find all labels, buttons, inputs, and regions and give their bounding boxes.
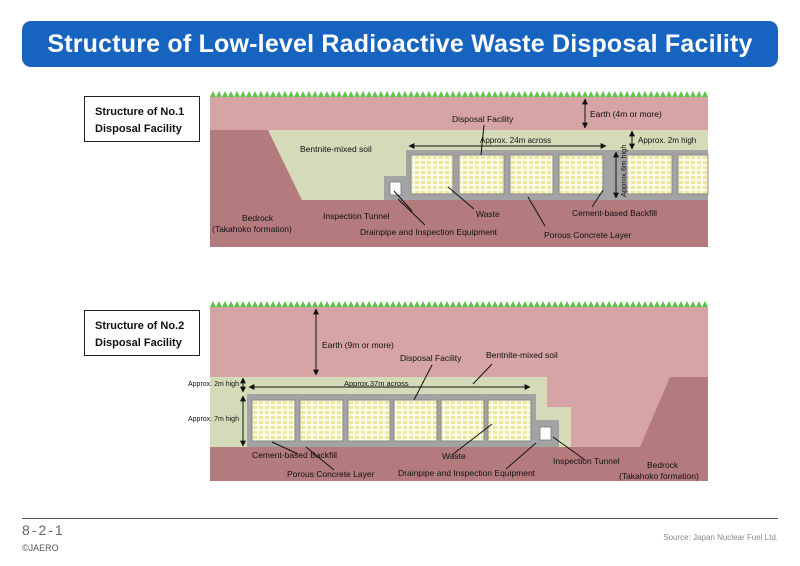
facility1-bedrock [210,130,708,247]
facility2-inspection-tunnel-label: Inspection Tunnel [553,456,620,466]
facility2-leader-lines [271,363,586,471]
waste-cell [410,154,454,195]
facility2-bentonite-label: Bentnite-mixed soil [486,350,558,360]
facility2-diagram: Earth (9m or more) Disposal Facility Ben… [188,301,708,481]
page-number: 8-2-1 [22,522,65,538]
waste-cell [458,154,505,195]
waste-cell [347,399,391,442]
facility2-disposal-facility-label: Disposal Facility [400,353,462,363]
facility1-porous-label: Porous Concrete Layer [544,230,632,240]
facility1-earth-label: Earth (4m or more) [590,109,662,119]
facility2-earth-label: Earth (9m or more) [322,340,394,350]
facility2-inspection-tunnel-hole [539,426,552,441]
waste-cell [558,154,604,195]
facility1-heading-line2: Disposal Facility [95,123,182,135]
facility1-height-side-label: Approx.6m high [619,144,628,197]
facility2-bedrock-label-line1: Bedrock [647,460,679,470]
facility1-waste-label: Waste [476,209,500,219]
facility2-height-side-label: Approx. 7m high [188,416,239,423]
facility1-height-top-label: Approx. 2m high [638,136,696,145]
facility1-disposal-facility-label: Disposal Facility [452,114,514,124]
waste-cell [440,399,485,442]
footer-divider [22,518,778,519]
facility2-width-label: Approx.37m across [344,379,409,388]
facility1-heading-box: Structure of No.1 Disposal Facility [84,96,200,142]
facility2-heading-line1: Structure of No.2 [95,320,185,332]
copyright: ©JAERO [22,543,59,553]
waste-cell [487,399,532,442]
facility2-heading-line2: Disposal Facility [95,337,182,349]
facility2-height-top-label: Approx. 2m high [188,381,239,388]
facility1-bedrock-label-line1: Bedrock [242,213,274,223]
facility2-waste-cells [251,399,532,442]
source-note: Source: Japan Nuclear Fuel Ltd. [663,533,778,542]
facility1-bentonite-label: Bentnite-mixed soil [300,144,372,154]
facility2-bedrock [210,377,708,481]
waste-cell [509,154,554,195]
waste-cell [393,399,438,442]
facility1-inspection-tunnel-label: Inspection Tunnel [323,211,390,221]
facility1-leader-lines [393,124,604,227]
facility2-cement-label: Cement-based Backfill [252,450,337,460]
facility2-bedrock-label-line2: (Takahoko formation) [619,471,699,481]
facility2-waste-label: Waste [442,451,466,461]
facility1-heading-line1: Structure of No.1 [95,106,185,118]
facility1-bedrock-label-line2: (Takahoko formation) [212,224,292,234]
facility1-waste-cells [410,154,709,195]
facility2-drainpipe-label: Drainpipe and Inspection Equipment [398,468,536,478]
facility2-heading-box: Structure of No.2 Disposal Facility [84,310,200,356]
facility1-diagram: Earth (4m or more) Disposal Facility App… [210,91,709,247]
facility1-inspection-tunnel-hole [389,181,402,196]
facility1-drainpipe-label: Drainpipe and Inspection Equipment [360,227,498,237]
waste-cell [299,399,344,442]
waste-cell [251,399,296,442]
facility1-width-label: Approx. 24m across [480,136,551,145]
page-title: Structure of Low-level Radioactive Waste… [22,21,778,67]
facility2-porous-label: Porous Concrete Layer [287,469,375,479]
facility1-cement-label: Cement-based Backfill [572,208,657,218]
waste-cell [626,154,673,195]
waste-cell [677,154,709,195]
